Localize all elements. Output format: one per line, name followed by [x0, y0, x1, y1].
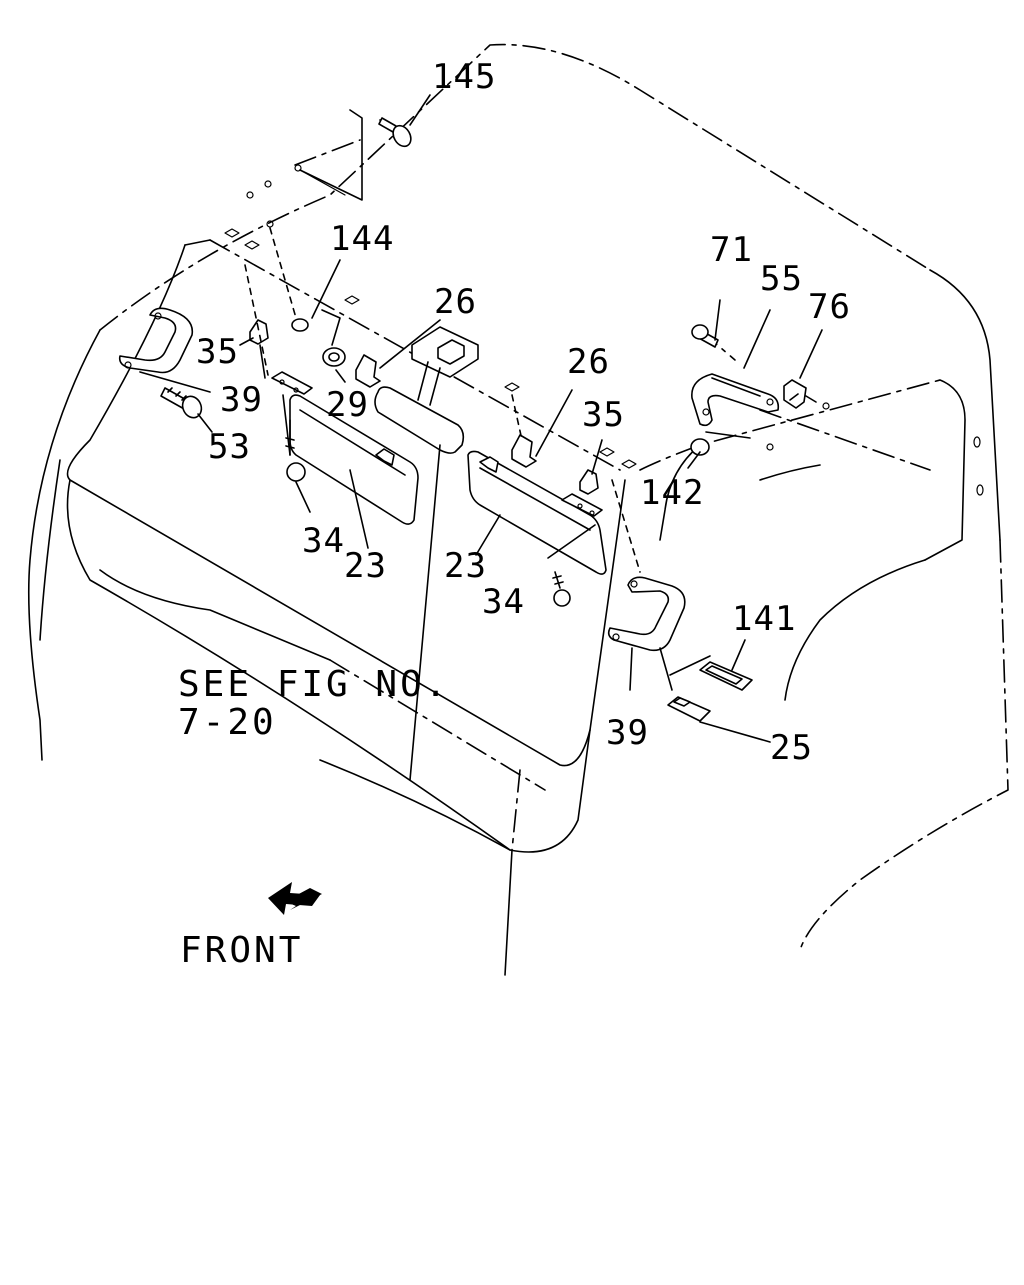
label-145: 145 [432, 57, 497, 97]
front-label: FRONT [180, 930, 304, 971]
label-55: 55 [760, 259, 803, 299]
label-25: 25 [770, 728, 813, 768]
label-142: 142 [640, 473, 705, 513]
label-144: 144 [330, 219, 395, 259]
bolt-53 [160, 387, 213, 433]
see-fig-note-line1: SEE FIG NO. [178, 664, 450, 705]
sun-visor-left [239, 264, 419, 549]
assist-grip-upper-right [687, 299, 823, 469]
label-39-left: 39 [220, 380, 263, 420]
sun-visor-right [467, 439, 641, 607]
label-34-right: 34 [482, 582, 525, 622]
cab-outline [27, 43, 1009, 976]
holder-26-right [511, 389, 573, 468]
label-35-right: 35 [582, 395, 625, 435]
screw-145 [299, 94, 431, 201]
label-29: 29 [326, 385, 369, 425]
front-arrow-icon [268, 882, 322, 915]
label-26-left: 26 [434, 282, 477, 322]
mounting-holes [224, 228, 637, 469]
label-23-left: 23 [344, 546, 387, 586]
label-34-left: 34 [302, 521, 345, 561]
label-23-right: 23 [444, 546, 487, 586]
label-35-left: 35 [196, 332, 239, 372]
see-fig-note-line2: 7-20 [178, 702, 277, 743]
label-76: 76 [808, 287, 851, 327]
label-53: 53 [208, 427, 251, 467]
room-lamp [667, 639, 771, 743]
label-71: 71 [710, 230, 753, 270]
label-141: 141 [732, 599, 797, 639]
assist-grip-left [118, 307, 211, 393]
cap-144 [269, 227, 341, 332]
clip-29 [321, 309, 346, 383]
label-39-right: 39 [606, 713, 649, 753]
label-26-right: 26 [567, 342, 610, 382]
assist-grip-right [607, 576, 686, 691]
holder-26-left [355, 319, 441, 388]
rear-view-mirror [374, 326, 479, 781]
